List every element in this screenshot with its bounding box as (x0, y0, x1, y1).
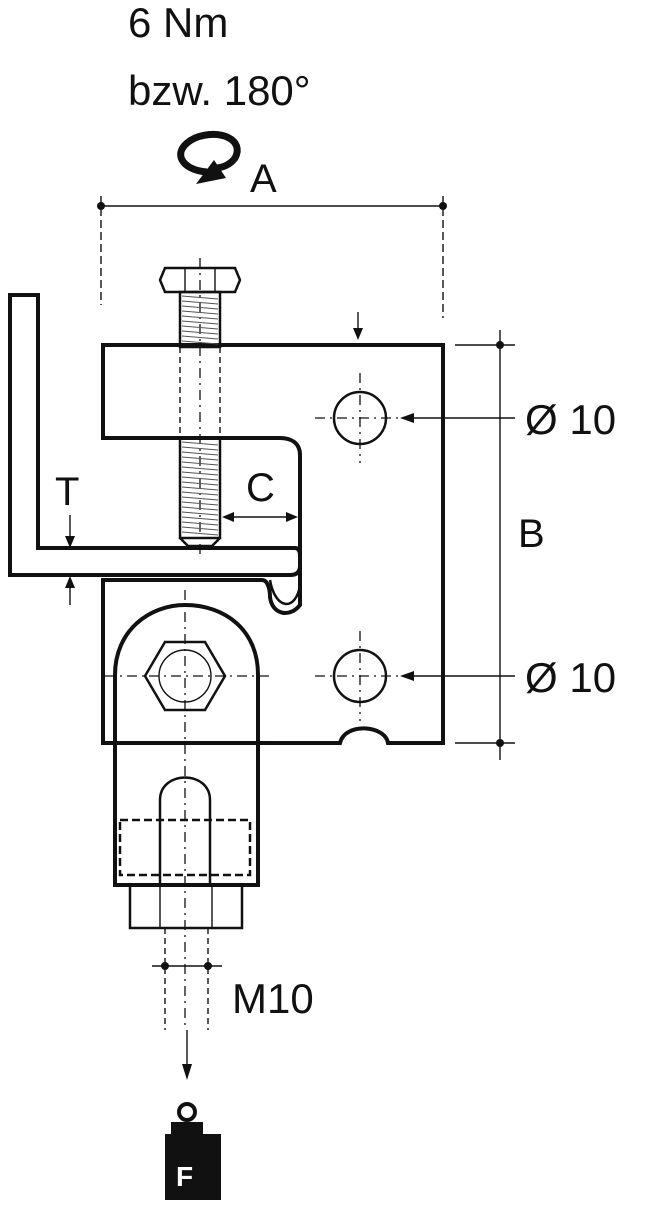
dimension-c: C (222, 466, 298, 522)
thread-line (181, 451, 219, 456)
hanger-strap (105, 590, 270, 1030)
thread-line (181, 315, 219, 320)
torque-angle: bzw. 180° (128, 67, 311, 114)
rotation-arrow-icon (177, 130, 241, 184)
dimension-a: A (97, 157, 447, 318)
thread-line (181, 300, 219, 305)
thread-line (181, 295, 219, 300)
threaded-rod (118, 776, 252, 1030)
dimension-a-label: A (250, 157, 277, 201)
thread-line (181, 456, 219, 461)
thread-line (181, 340, 219, 345)
clamp-body (101, 343, 445, 745)
dimension-t: T (55, 470, 79, 605)
dimension-thread: M10 (152, 962, 314, 1022)
thread-line (181, 496, 219, 501)
dimension-b-label: B (518, 512, 545, 556)
beam-flange (8, 293, 302, 577)
weight-icon (165, 1102, 221, 1200)
dimension-t-label: T (55, 470, 79, 514)
thread-line (181, 521, 219, 526)
thread-line (181, 501, 219, 506)
thread-size-label: M10 (232, 975, 314, 1022)
thread-line (181, 471, 219, 476)
thread-line (181, 481, 219, 486)
thread-line (181, 446, 219, 451)
thread-line (181, 511, 219, 516)
lower-hole (315, 631, 405, 721)
weight-symbol-label: F (176, 1161, 193, 1192)
thread-line (181, 486, 219, 491)
thread-line (181, 466, 219, 471)
thread-line (181, 325, 219, 330)
hole-leader-top (400, 413, 515, 423)
thread-line (181, 461, 219, 466)
strap-bolt-hex (143, 640, 227, 712)
screw-thread-upper (181, 295, 219, 345)
dimension-b: B (455, 330, 545, 760)
load-arrow-icon (182, 1030, 192, 1080)
torque-value: 6 Nm (128, 0, 228, 46)
thread-line (181, 516, 219, 521)
thread-line (181, 330, 219, 335)
thread-line (181, 320, 219, 325)
thread-line (181, 305, 219, 310)
thread-line (181, 335, 219, 340)
hole-diameter-bottom: Ø 10 (525, 654, 616, 701)
thread-line (181, 310, 219, 315)
thread-line (181, 526, 219, 531)
hole-diameter-top: Ø 10 (525, 396, 616, 443)
thread-line (181, 491, 219, 496)
upper-hole (315, 373, 405, 463)
thread-line (181, 476, 219, 481)
thread-line (181, 531, 219, 536)
dimension-c-label: C (246, 466, 275, 510)
hole-leader-bottom (400, 671, 515, 681)
thread-line (181, 506, 219, 511)
thread-line (181, 441, 219, 446)
top-edge-arrow (353, 312, 363, 340)
screw-thread-lower (181, 441, 219, 536)
